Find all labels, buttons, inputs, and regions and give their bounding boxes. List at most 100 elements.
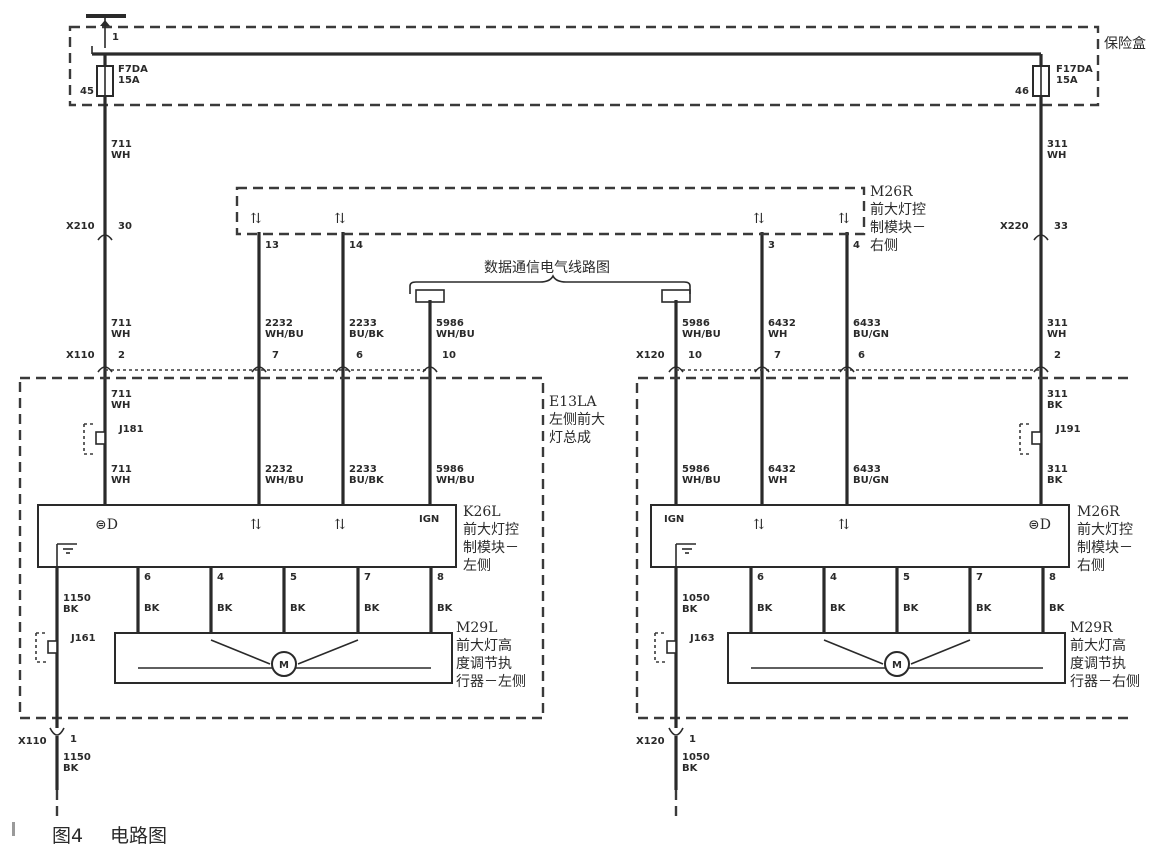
svg-text:M29R: M29R — [1070, 620, 1113, 636]
svg-text:10: 10 — [688, 350, 702, 361]
svg-text:BK: BK — [830, 603, 847, 614]
svg-text:7: 7 — [774, 350, 781, 361]
svg-text:BK: BK — [757, 603, 774, 614]
svg-text:2233: 2233 — [349, 318, 377, 329]
svg-text:15A: 15A — [1056, 75, 1078, 86]
svg-text:BU/BK: BU/BK — [349, 475, 385, 486]
svg-text:左侧: 左侧 — [463, 558, 491, 574]
figure-title: 电路图 — [110, 825, 167, 847]
svg-text:6: 6 — [757, 572, 764, 583]
svg-text:5: 5 — [903, 572, 910, 583]
svg-text:46: 46 — [1015, 86, 1029, 97]
left-headlamp-assembly: E13LA 左侧前大 灯总成 711 WH J181 711 WH 2232 W… — [18, 376, 605, 728]
splice-j191: J191 — [1019, 423, 1081, 455]
svg-text:WH: WH — [111, 150, 130, 161]
ground-symbol-icon — [56, 543, 77, 567]
headlamp-icon: ⊜D — [95, 517, 118, 533]
svg-text:13: 13 — [265, 240, 279, 251]
svg-text:BK: BK — [63, 604, 80, 615]
figure-number: 图4 — [52, 825, 83, 847]
svg-text:WH: WH — [111, 329, 130, 340]
svg-text:前大灯控: 前大灯控 — [1077, 521, 1133, 538]
data-arrow-icon: ⇅ — [838, 517, 850, 533]
svg-text:WH/BU: WH/BU — [436, 329, 475, 340]
svg-text:WH/BU: WH/BU — [682, 475, 721, 486]
svg-text:WH: WH — [111, 400, 130, 411]
svg-text:6: 6 — [858, 350, 865, 361]
svg-text:X110: X110 — [18, 736, 47, 747]
svg-text:5: 5 — [290, 572, 297, 583]
svg-text:2: 2 — [1054, 350, 1061, 361]
svg-text:4: 4 — [830, 572, 837, 583]
svg-text:BK: BK — [1047, 400, 1064, 411]
svg-text:1050: 1050 — [682, 593, 710, 604]
svg-text:711: 711 — [111, 389, 132, 400]
svg-text:J163: J163 — [689, 633, 715, 644]
svg-text:M26R: M26R — [870, 184, 913, 200]
svg-text:制模块－: 制模块－ — [1077, 540, 1133, 556]
svg-text:8: 8 — [1049, 572, 1056, 583]
svg-text:BK: BK — [1049, 603, 1066, 614]
svg-text:5986: 5986 — [436, 318, 464, 329]
data-arrow-icon: ⇅ — [334, 211, 346, 227]
svg-text:3: 3 — [768, 240, 775, 251]
svg-text:1050: 1050 — [682, 752, 710, 763]
svg-text:7: 7 — [364, 572, 371, 583]
svg-text:WH: WH — [768, 329, 787, 340]
figure-caption: 图4 电路图 — [12, 822, 167, 847]
svg-text:7: 7 — [272, 350, 279, 361]
svg-text:WH/BU: WH/BU — [436, 475, 475, 486]
svg-text:右侧: 右侧 — [870, 238, 898, 254]
data-arrow-icon: ⇅ — [838, 211, 850, 227]
svg-text:IGN: IGN — [419, 514, 439, 525]
module-k26l — [37, 504, 457, 568]
svg-text:1: 1 — [70, 734, 77, 745]
svg-text:2: 2 — [118, 350, 125, 361]
svg-text:IGN: IGN — [664, 514, 684, 525]
svg-text:711: 711 — [111, 464, 132, 475]
svg-text:BK: BK — [976, 603, 993, 614]
svg-text:J161: J161 — [70, 633, 96, 644]
svg-text:M26R: M26R — [1077, 504, 1120, 520]
svg-text:45: 45 — [80, 86, 94, 97]
svg-text:BK: BK — [682, 763, 699, 774]
fuse-box: 保险盒 1 F7DA 15A 45 F17DA 15A 46 — [68, 14, 1146, 107]
fuse-box-label: 保险盒 — [1104, 35, 1146, 52]
connector-x110: X110 2 7 6 10 — [66, 350, 456, 373]
battery-terminal — [86, 14, 126, 18]
svg-text:E13LA: E13LA — [549, 394, 597, 410]
svg-text:311: 311 — [1047, 139, 1068, 150]
data-arrow-icon: ⇅ — [753, 517, 765, 533]
ground-symbol-icon — [675, 543, 696, 567]
right-headlamp-assembly: 311 BK J191 311 BK 5986 WH/BU 6432 WH 64… — [635, 376, 1140, 728]
svg-text:数据通信电气线路图: 数据通信电气线路图 — [484, 260, 610, 276]
svg-text:度调节执: 度调节执 — [1070, 656, 1126, 672]
module-m26r-top: M26R 前大灯控 制模块－ 右侧 ⇅ ⇅ ⇅ ⇅ 13 14 3 4 — [235, 184, 926, 254]
svg-text:F7DA: F7DA — [118, 64, 148, 75]
svg-text:制模块－: 制模块－ — [463, 540, 519, 556]
svg-text:度调节执: 度调节执 — [456, 656, 512, 672]
splice-j181: J181 — [83, 423, 144, 455]
connector-x120: X120 10 7 6 2 — [636, 350, 1061, 373]
svg-text:2232: 2232 — [265, 464, 293, 475]
svg-text:BK: BK — [903, 603, 920, 614]
svg-text:711: 711 — [111, 139, 132, 150]
svg-text:6433: 6433 — [853, 318, 881, 329]
svg-text:K26L: K26L — [463, 504, 501, 520]
svg-text:1: 1 — [112, 32, 119, 43]
splice-j163: J163 — [654, 632, 715, 663]
headlamp-icon: ⊜D — [1028, 517, 1051, 533]
svg-text:BK: BK — [144, 603, 161, 614]
svg-text:4: 4 — [217, 572, 224, 583]
svg-text:BU/GN: BU/GN — [853, 329, 889, 340]
svg-text:2233: 2233 — [349, 464, 377, 475]
svg-text:WH: WH — [768, 475, 787, 486]
motor-icon — [884, 651, 910, 677]
svg-text:制模块－: 制模块－ — [870, 220, 926, 236]
svg-text:X120: X120 — [636, 350, 665, 361]
svg-text:左侧前大: 左侧前大 — [549, 411, 605, 428]
data-arrow-icon: ⇅ — [334, 517, 346, 533]
splice-j161: J161 — [35, 632, 96, 663]
svg-text:M: M — [279, 660, 289, 671]
svg-text:前大灯高: 前大灯高 — [1070, 637, 1126, 654]
